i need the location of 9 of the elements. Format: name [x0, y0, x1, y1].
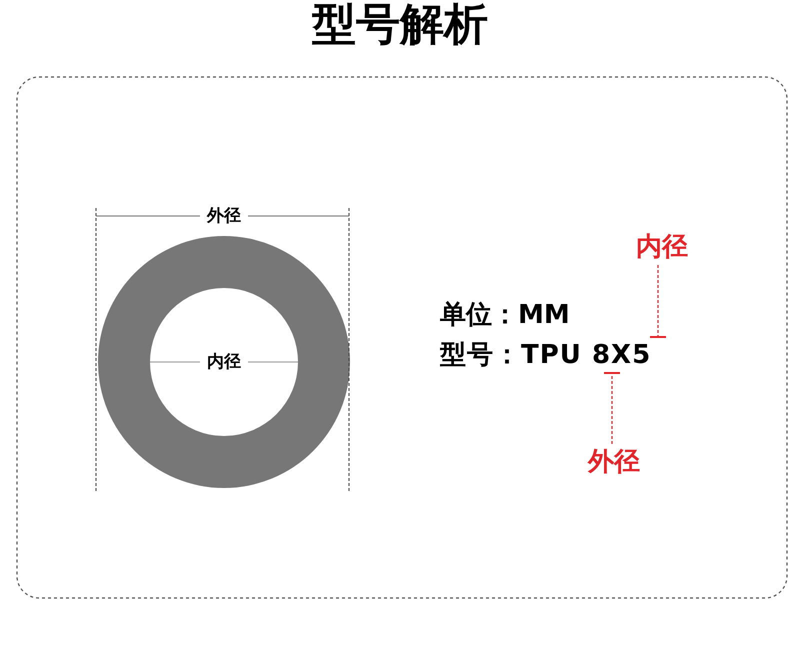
callout-label: 内径 [636, 231, 688, 263]
title: 型号解析 [311, 0, 489, 50]
callout-label: 外径 [588, 446, 640, 478]
unit-text: 单位：MM [440, 299, 570, 331]
dimension-label: 外径 [207, 206, 241, 226]
model-text: 型号：TPU 8X5 [440, 339, 652, 371]
leader-line [649, 265, 667, 338]
leader-line [603, 372, 621, 444]
dimension-label: 内径 [207, 352, 241, 372]
